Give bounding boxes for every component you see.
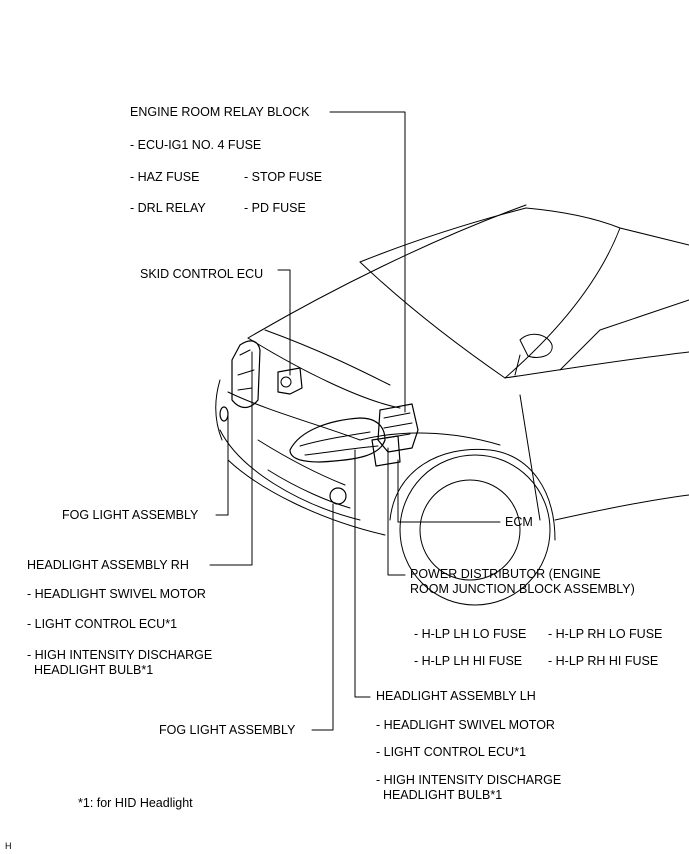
label-rh-light-control-ecu: - LIGHT CONTROL ECU*1	[27, 617, 178, 631]
fender-line	[359, 432, 501, 446]
label-skid-control-ecu: SKID CONTROL ECU	[140, 267, 264, 281]
leader-fog-light-left	[215, 411, 229, 516]
front-wheel-outer	[399, 454, 551, 606]
windshield-right	[504, 227, 621, 379]
label-rh-swivel-motor: - HEADLIGHT SWIVEL MOTOR	[27, 587, 206, 601]
label-lh-hid-bulb: - HIGH INTENSITY DISCHARGE HEADLIGHT BUL…	[376, 773, 562, 802]
leader-skid-control-ecu	[277, 269, 291, 376]
leader-power-distributor	[387, 447, 406, 576]
mirror-stem	[514, 354, 521, 376]
front-fascia	[219, 429, 361, 521]
label-rh-hid-bulb: - HIGH INTENSITY DISCHARGE HEADLIGHT BUL…	[27, 648, 213, 677]
label-lh-light-control-ecu: - LIGHT CONTROL ECU*1	[376, 745, 527, 759]
fog-light-left-shape	[219, 406, 229, 422]
hood-edge	[247, 337, 401, 409]
label-hlp-rh-hi-fuse: - H-LP RH HI FUSE	[548, 654, 659, 668]
label-stop-fuse: - STOP FUSE	[244, 170, 323, 184]
label-headlight-lh: HEADLIGHT ASSEMBLY LH	[376, 689, 536, 703]
label-hlp-lh-lo-fuse: - H-LP LH LO FUSE	[414, 627, 527, 641]
leader-headlight-lh	[354, 449, 371, 698]
front-wheel-inner	[419, 479, 521, 581]
side-line	[504, 351, 689, 379]
grille-lower	[267, 469, 351, 509]
roof-rear	[525, 207, 689, 246]
label-corner-code: H	[5, 841, 12, 851]
label-drl-relay: - DRL RELAY	[130, 201, 206, 215]
side-mirror	[519, 333, 553, 359]
skid-ecu-port	[280, 376, 292, 388]
label-headlight-rh: HEADLIGHT ASSEMBLY RH	[27, 558, 189, 572]
label-footnote: *1: for HID Headlight	[78, 796, 193, 810]
wheel-arch	[389, 448, 556, 541]
label-fog-light-left: FOG LIGHT ASSEMBLY	[62, 508, 199, 522]
label-fog-light-right: FOG LIGHT ASSEMBLY	[159, 723, 296, 737]
hood-crease	[264, 329, 391, 386]
belt-line	[559, 299, 689, 371]
leader-ecm	[397, 459, 501, 523]
power-distributor-shape	[377, 403, 419, 453]
label-ecm: ECM	[505, 515, 533, 529]
door-line	[519, 394, 541, 521]
label-pd-fuse: - PD FUSE	[244, 201, 306, 215]
label-haz-fuse: - HAZ FUSE	[130, 170, 200, 184]
grille-upper	[257, 439, 346, 486]
label-ecu-ig1-fuse: - ECU-IG1 NO. 4 FUSE	[130, 138, 262, 152]
leader-fog-light-right	[311, 503, 334, 731]
a-pillar	[359, 261, 506, 379]
skid-ecu-shape	[277, 367, 303, 395]
fog-light-right-shape	[329, 487, 347, 505]
headlight-rh-detail	[237, 349, 255, 391]
windshield-top	[359, 207, 527, 263]
headlight-lh-detail	[299, 431, 379, 456]
label-hlp-lh-hi-fuse: - H-LP LH HI FUSE	[414, 654, 523, 668]
front-left-corner	[215, 379, 223, 441]
label-power-distributor: POWER DISTRIBUTOR (ENGINE ROOM JUNCTION …	[410, 567, 635, 596]
headlight-rh-shape	[231, 340, 261, 409]
label-lh-swivel-motor: - HEADLIGHT SWIVEL MOTOR	[376, 718, 555, 732]
sill-line	[554, 494, 689, 521]
label-hlp-rh-lo-fuse: - H-LP RH LO FUSE	[548, 627, 663, 641]
leader-engine-room-relay-block	[329, 111, 406, 413]
bumper-bottom	[227, 459, 386, 536]
roof-line	[247, 204, 527, 339]
headlight-lh-shape	[289, 417, 386, 463]
label-engine-room-relay-block: ENGINE ROOM RELAY BLOCK	[130, 105, 310, 119]
ecm-shape	[371, 435, 401, 467]
hood-front	[227, 391, 361, 441]
leader-headlight-rh	[209, 351, 253, 566]
